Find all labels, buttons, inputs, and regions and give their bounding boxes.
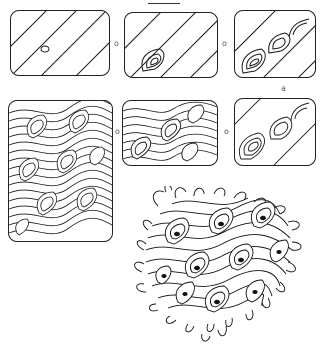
step-6-drawing (9, 101, 112, 241)
arrow-step-1-2: o (114, 40, 119, 48)
final-tangle-illustration (128, 186, 306, 344)
step-1-drawing (11, 11, 109, 75)
step-4-drawing (235, 99, 315, 165)
step-2-drawing (125, 13, 217, 77)
step-4-panel (234, 98, 316, 166)
step-6-panel (8, 100, 113, 242)
step-5-drawing (123, 101, 217, 165)
arrow-step-2-3: o (222, 40, 227, 48)
arrow-step-3-4: a (281, 85, 286, 93)
step-2-panel (124, 12, 218, 78)
step-3-panel (234, 10, 316, 78)
step-3-drawing (235, 11, 315, 77)
arrow-step-5-6: o (115, 128, 120, 136)
step-1-panel (10, 10, 110, 76)
header-rule (148, 3, 180, 4)
step-5-panel (122, 100, 218, 166)
arrow-step-4-5: o (224, 128, 229, 136)
